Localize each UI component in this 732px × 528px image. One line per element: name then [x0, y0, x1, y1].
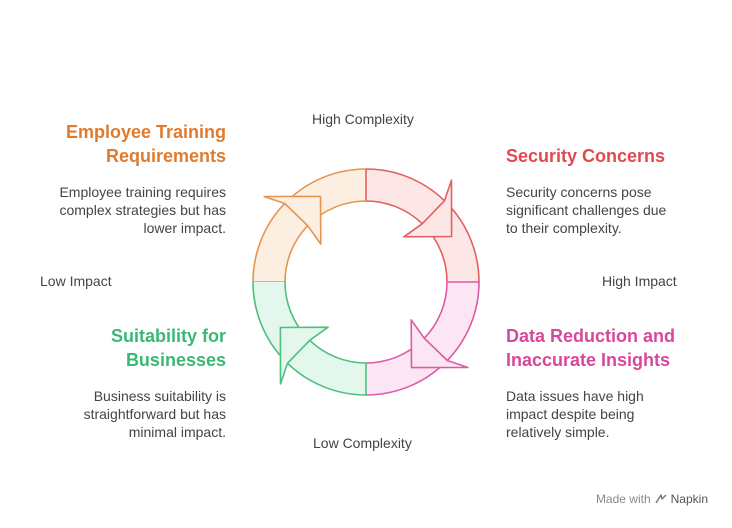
axis-label-high-impact: High Impact — [602, 273, 677, 289]
arrow-head-top-right — [403, 179, 453, 238]
made-with-label: Made with — [595, 492, 651, 506]
quadrant-desc-security-concerns: Security concerns pose significant chall… — [506, 184, 667, 236]
napkin-logo-icon — [655, 494, 667, 504]
arrow-head-bottom-left — [279, 326, 329, 385]
axis-label-low-impact: Low Impact — [40, 273, 112, 289]
arrow-head-bottom-right — [410, 319, 469, 369]
quadrant-title-data-reduction: Data Reduction and Inaccurate Insights — [506, 326, 676, 370]
cycle-segment-data-reduction — [365, 281, 480, 396]
cycle-segment-employee-training — [252, 168, 367, 283]
quadrant-desc-data-reduction: Data issues have high impact despite bei… — [506, 388, 644, 440]
cycle-segment-suitability — [252, 281, 367, 396]
quadrant-desc-employee-training: Employee training requires complex strat… — [59, 184, 226, 236]
ring-fill-bottom-right — [366, 282, 479, 395]
quadrant-title-suitability: Suitability for Businesses — [110, 326, 226, 370]
ring-fill-top-left — [253, 169, 366, 282]
napkin-brand: Napkin — [670, 492, 708, 506]
ring-fill-top-right — [366, 169, 479, 282]
axis-label-high-complexity: High Complexity — [312, 111, 414, 127]
ring-fill-bottom-left — [253, 282, 366, 395]
quadrant-desc-suitability: Business suitability is straightforward … — [83, 388, 226, 440]
axis-label-low-complexity: Low Complexity — [313, 435, 412, 451]
footer-branding: Made with Napkin — [596, 492, 708, 506]
quadrant-title-employee-training: Employee Training Requirements — [65, 122, 226, 166]
arrow-head-top-left — [263, 195, 322, 245]
quadrant-title-security-concerns: Security Concerns — [506, 146, 666, 166]
cycle-segment-security-concerns — [365, 168, 480, 283]
